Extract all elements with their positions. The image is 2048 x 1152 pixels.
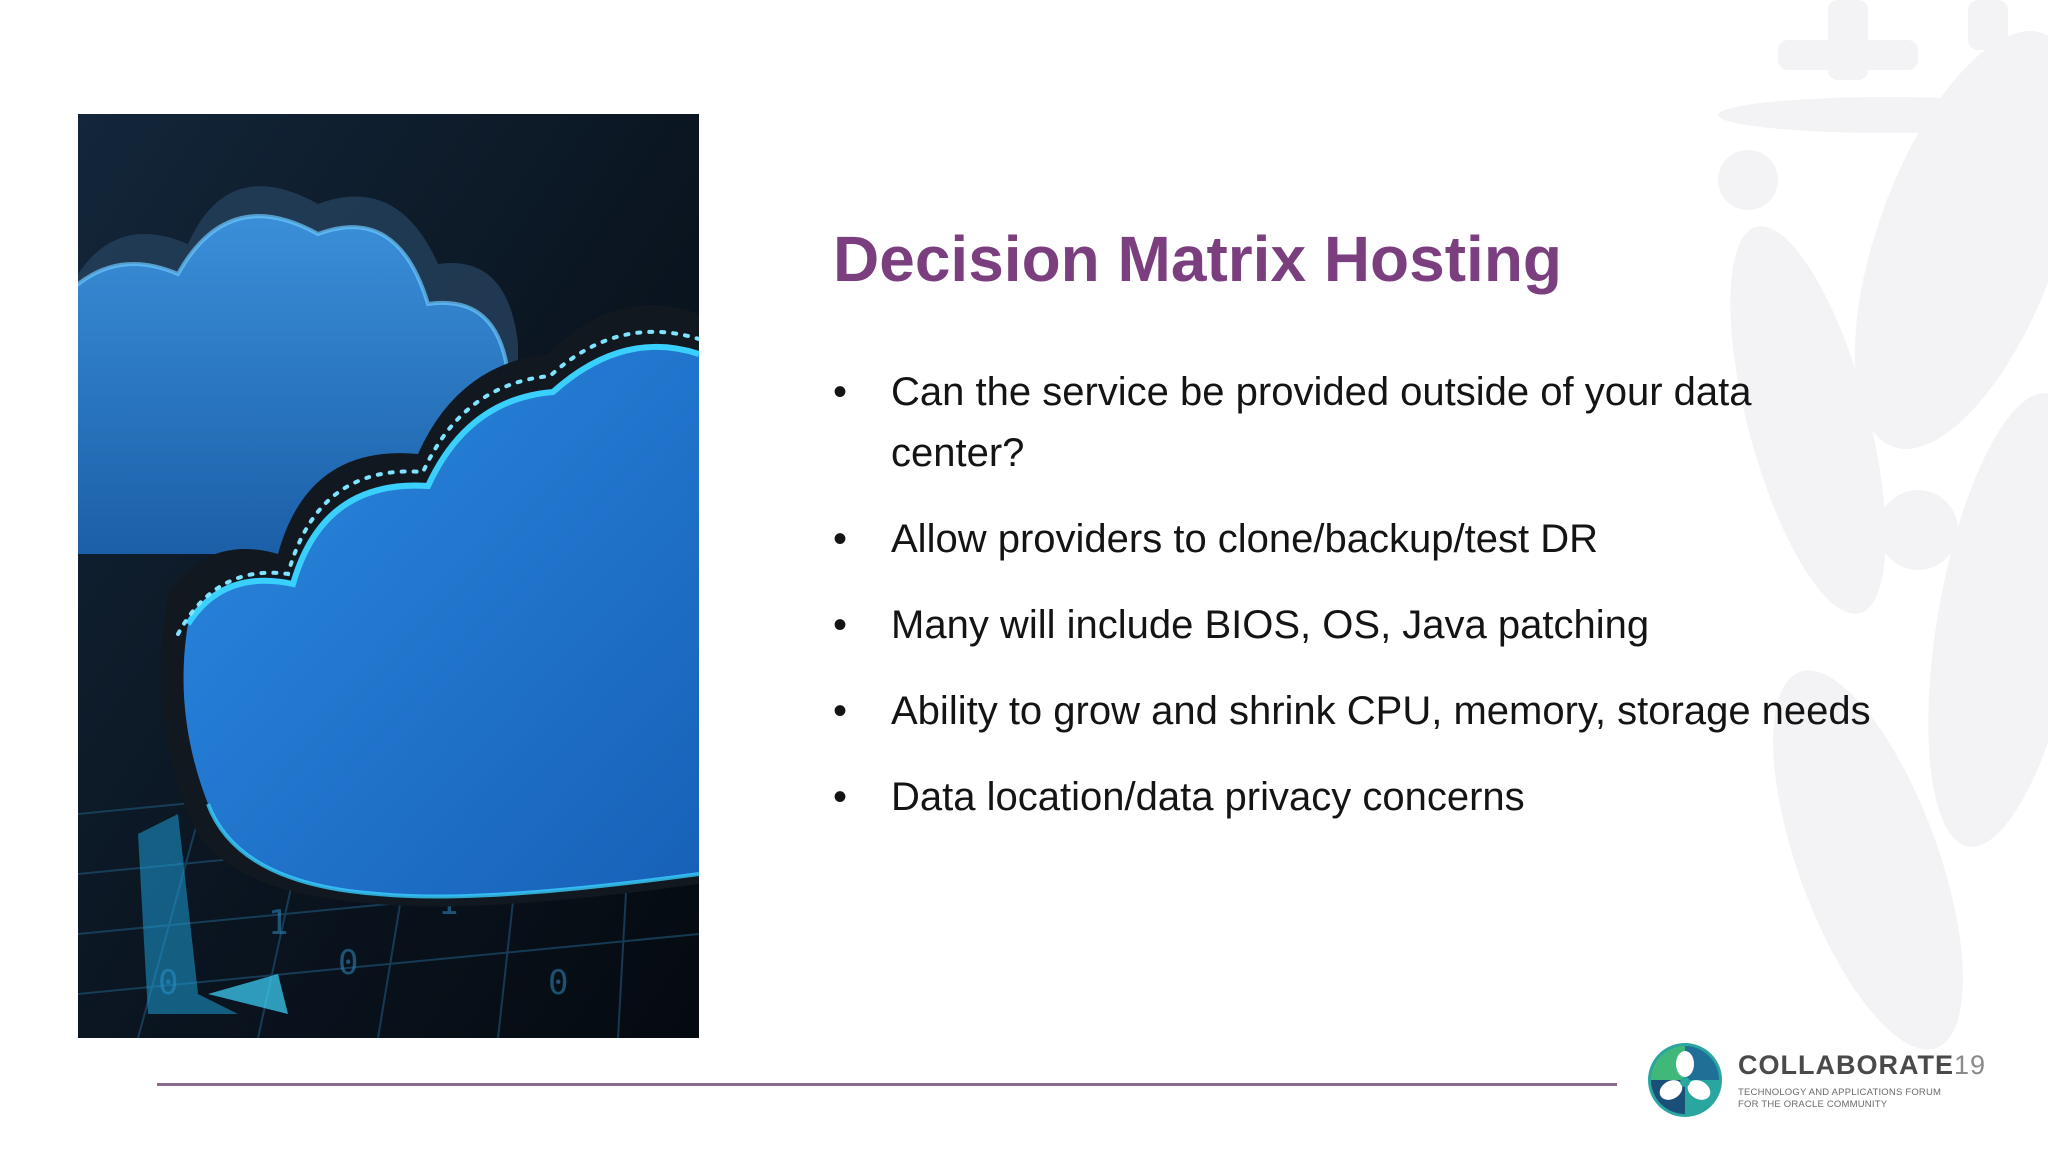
bullet-text: Data location/data privacy concerns — [891, 775, 1525, 819]
bullet-item: • Allow providers to clone/backup/test D… — [833, 509, 1873, 570]
bullet-text: Ability to grow and shrink CPU, memory, … — [891, 689, 1871, 733]
bullet-item: • Many will include BIOS, OS, Java patch… — [833, 595, 1873, 656]
bullet-list: • Can the service be provided outside of… — [833, 362, 1873, 853]
bullet-icon: • — [833, 775, 848, 819]
bullet-icon: • — [833, 370, 848, 414]
bullet-item: • Ability to grow and shrink CPU, memory… — [833, 681, 1873, 742]
bullet-icon: • — [833, 517, 848, 561]
footer-divider — [157, 1083, 1617, 1086]
bullet-text: Can the service be provided outside of y… — [891, 370, 1752, 475]
logo-tagline-line-1: TECHNOLOGY AND APPLICATIONS FORUM — [1738, 1087, 1942, 1098]
bullet-item: • Can the service be provided outside of… — [833, 362, 1873, 484]
collaborate-logo: COLLABORATE19 TECHNOLOGY AND APPLICATION… — [1645, 1040, 2005, 1120]
logo-tagline-line-2: FOR THE ORACLE COMMUNITY — [1738, 1099, 1888, 1110]
bullet-icon: • — [833, 689, 848, 733]
slide-title: Decision Matrix Hosting — [833, 223, 1562, 295]
logo-name-text: COLLABORATE — [1738, 1050, 1954, 1080]
logo-tagline: TECHNOLOGY AND APPLICATIONS FORUM FOR TH… — [1738, 1087, 1998, 1111]
svg-text:1: 1 — [268, 903, 288, 943]
svg-text:0: 0 — [338, 943, 358, 983]
logo-year-text: 19 — [1953, 1050, 1987, 1080]
collaborate-logo-mark-icon — [1648, 1043, 1722, 1117]
cloud-computing-photo: 1 0 1 0 0 — [78, 114, 699, 1038]
bullet-icon: • — [833, 603, 848, 647]
logo-wordmark: COLLABORATE19 — [1738, 1050, 1986, 1081]
svg-text:0: 0 — [548, 963, 568, 1003]
bullet-text: Many will include BIOS, OS, Java patchin… — [891, 603, 1650, 647]
bullet-text: Allow providers to clone/backup/test DR — [891, 517, 1598, 561]
bullet-item: • Data location/data privacy concerns — [833, 767, 1873, 828]
